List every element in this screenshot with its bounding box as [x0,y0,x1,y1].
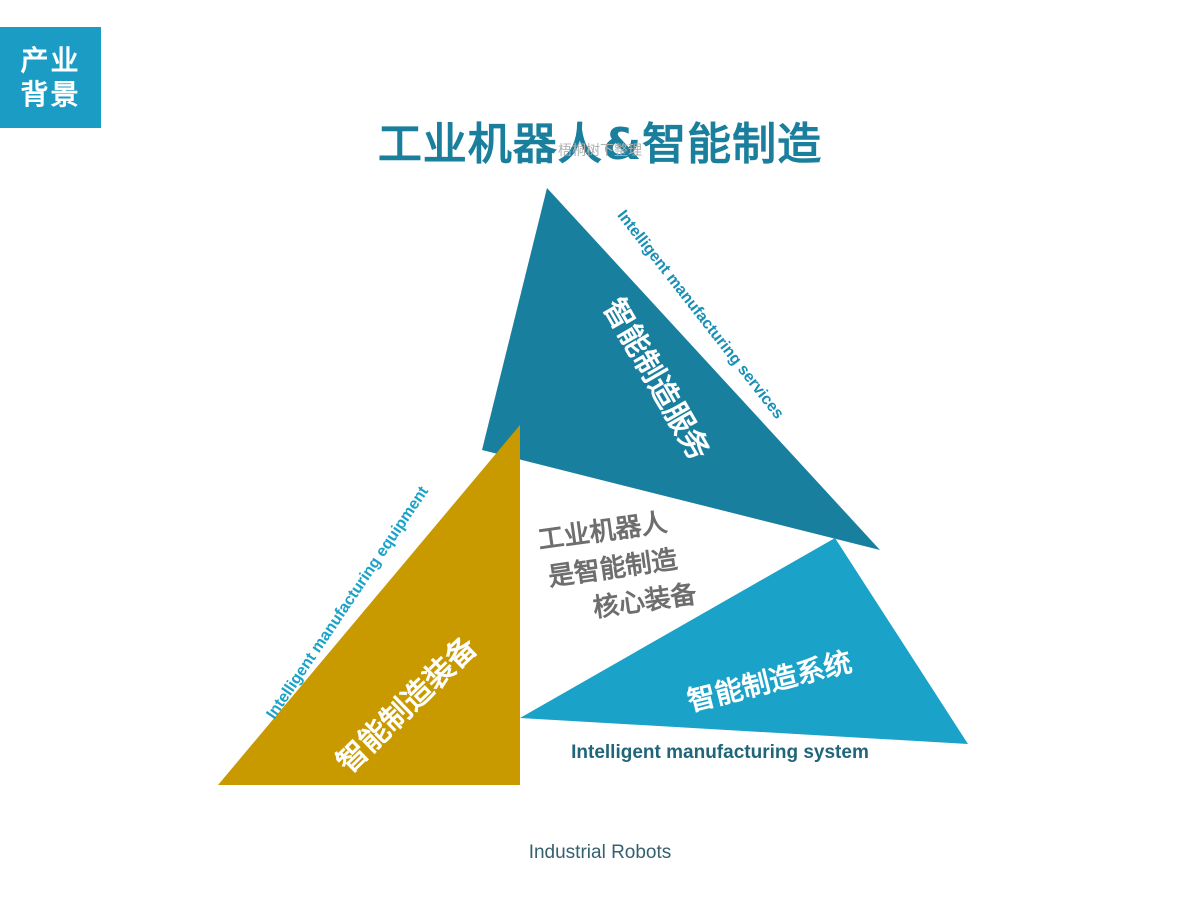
section-badge: 产业 背景 [0,27,101,128]
equipment-triangle [218,425,520,785]
badge-line-1: 产业 [20,43,81,77]
center-statement: 工业机器人 是智能制造 核心装备 [536,508,699,624]
services-triangle [482,188,880,550]
center-line-3: 核心装备 [591,578,699,623]
footer-caption: Industrial Robots [528,842,672,863]
system-triangle [520,538,968,744]
page-title: 工业机器人&智能制造 [377,119,823,170]
badge-line-2: 背景 [20,77,81,111]
watermark-text: 梧桐树下整理 [558,143,642,159]
system-english-label: Intelligent manufacturing system [571,742,869,763]
